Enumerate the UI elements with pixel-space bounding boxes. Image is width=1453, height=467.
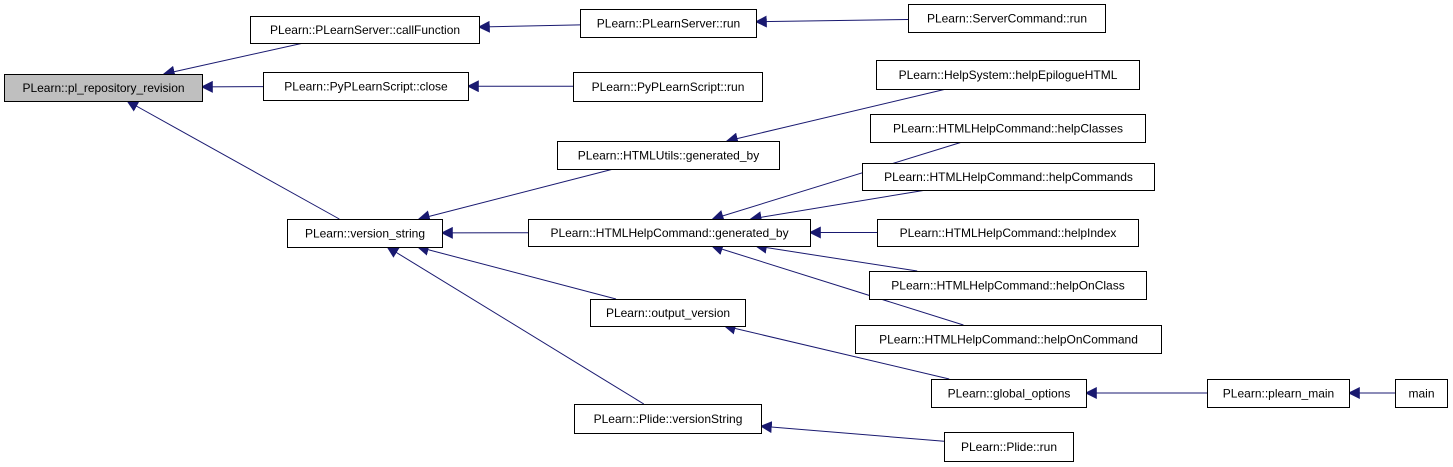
edge-global_options-to-output_version	[723, 322, 950, 380]
edge-version_string-to-pl_repository_revision	[126, 100, 340, 220]
node-label: PLearn::PLearnServer::run	[597, 17, 740, 31]
node-label: PLearn::PyPLearnScript::close	[284, 80, 448, 94]
node-label: PLearn::HTMLHelpCommand::helpIndex	[900, 226, 1117, 240]
edge-htmlutils_generated_by-to-version_string	[417, 168, 614, 223]
node-label: PLearn::HTMLHelpCommand::helpOnClass	[891, 279, 1124, 293]
edge-plide_run-to-versionString	[759, 421, 945, 442]
node-box	[869, 271, 1147, 300]
node-label: PLearn::ServerCommand::run	[927, 12, 1087, 26]
edge-helpOnCommand-to-htmlhelp_generated_by	[710, 243, 964, 326]
node-label: PLearn::Plide::run	[961, 440, 1057, 454]
node-box	[573, 72, 763, 102]
node-plide_run[interactable]: PLearn::Plide::run	[944, 432, 1074, 462]
edge-servercommand_run-to-plearnserver_run	[754, 15, 909, 28]
node-versionString[interactable]: PLearn::Plide::versionString	[574, 404, 762, 434]
node-box	[250, 16, 480, 44]
node-label: PLearn::global_options	[948, 387, 1071, 401]
node-box	[580, 9, 757, 38]
edge-output_version-to-version_string	[416, 243, 617, 300]
node-helpOnClass[interactable]: PLearn::HTMLHelpCommand::helpOnClass	[869, 271, 1147, 300]
node-callFunction[interactable]: PLearn::PLearnServer::callFunction	[250, 16, 480, 44]
node-box	[855, 325, 1162, 354]
node-box	[944, 432, 1074, 462]
node-box	[263, 72, 469, 101]
node-label: PLearn::PLearnServer::callFunction	[270, 23, 460, 37]
node-box	[908, 4, 1106, 33]
node-pl_repository_revision[interactable]: PLearn::pl_repository_revision	[4, 74, 203, 102]
node-main[interactable]: main	[1395, 379, 1448, 408]
node-label: main	[1408, 387, 1434, 401]
edges-layer	[126, 15, 1395, 442]
node-label: PLearn::HTMLHelpCommand::helpClasses	[893, 122, 1123, 136]
node-version_string[interactable]: PLearn::version_string	[287, 219, 443, 248]
node-label: PLearn::PyPLearnScript::run	[592, 80, 745, 94]
node-helpEpilogueHTML[interactable]: PLearn::HelpSystem::helpEpilogueHTML	[876, 60, 1140, 90]
edge-callFunction-to-pl_repository_revision	[162, 42, 304, 78]
edge-helpCommands-to-htmlhelp_generated_by	[749, 189, 927, 224]
node-box	[528, 219, 811, 247]
node-label: PLearn::pl_repository_revision	[22, 81, 184, 95]
node-label: PLearn::version_string	[305, 227, 425, 241]
edge-helpEpilogueHTML-to-htmlutils_generated_by	[725, 88, 947, 145]
node-box	[590, 299, 746, 327]
node-label: PLearn::HTMLHelpCommand::helpCommands	[884, 170, 1133, 184]
node-label: PLearn::HTMLHelpCommand::helpOnCommand	[879, 333, 1138, 347]
node-box	[931, 379, 1087, 408]
node-box	[557, 141, 780, 170]
node-box	[574, 404, 762, 434]
node-box	[4, 74, 203, 102]
node-box	[287, 219, 443, 248]
node-box	[877, 219, 1139, 247]
node-htmlhelp_generated_by[interactable]: PLearn::HTMLHelpCommand::generated_by	[528, 219, 811, 247]
node-plearnserver_run[interactable]: PLearn::PLearnServer::run	[580, 9, 757, 38]
node-pyscript_run[interactable]: PLearn::PyPLearnScript::run	[573, 72, 763, 102]
node-label: PLearn::HTMLUtils::generated_by	[578, 149, 759, 163]
node-pyscript_close[interactable]: PLearn::PyPLearnScript::close	[263, 72, 469, 101]
node-label: PLearn::plearn_main	[1223, 387, 1334, 401]
node-box	[870, 114, 1146, 143]
node-box	[1395, 379, 1448, 408]
node-box	[1207, 379, 1350, 408]
node-plearn_main[interactable]: PLearn::plearn_main	[1207, 379, 1350, 408]
node-htmlutils_generated_by[interactable]: PLearn::HTMLUtils::generated_by	[557, 141, 780, 170]
edge-helpClasses-to-htmlhelp_generated_by	[711, 141, 963, 222]
node-box	[876, 60, 1140, 90]
nodes-layer: PLearn::pl_repository_revision PLearn::PL…	[4, 4, 1448, 462]
node-label: PLearn::HelpSystem::helpEpilogueHTML	[899, 68, 1118, 82]
node-global_options[interactable]: PLearn::global_options	[931, 379, 1087, 408]
node-helpClasses[interactable]: PLearn::HTMLHelpCommand::helpClasses	[870, 114, 1146, 143]
node-label: PLearn::HTMLHelpCommand::generated_by	[550, 226, 788, 240]
node-output_version[interactable]: PLearn::output_version	[590, 299, 746, 327]
node-label: PLearn::output_version	[606, 306, 730, 320]
node-servercommand_run[interactable]: PLearn::ServerCommand::run	[908, 4, 1106, 33]
node-helpCommands[interactable]: PLearn::HTMLHelpCommand::helpCommands	[862, 163, 1155, 191]
node-helpOnCommand[interactable]: PLearn::HTMLHelpCommand::helpOnCommand	[855, 325, 1162, 354]
node-box	[862, 163, 1155, 191]
edge-plearnserver_run-to-callFunction	[477, 20, 581, 33]
node-label: PLearn::Plide::versionString	[594, 412, 743, 426]
edge-versionString-to-version_string	[386, 246, 645, 405]
node-helpIndex[interactable]: PLearn::HTMLHelpCommand::helpIndex	[877, 219, 1139, 247]
edge-helpOnClass-to-htmlhelp_generated_by	[754, 241, 918, 272]
